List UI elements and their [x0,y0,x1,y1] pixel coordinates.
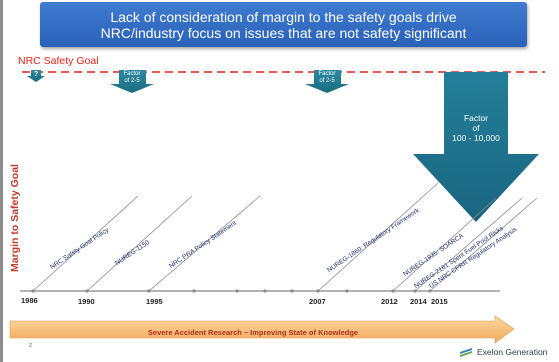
year-1986: 1986 [21,296,38,305]
factor-arrow-b-label: Factor of 2-5 [318,71,336,84]
factor-arrow-a [110,70,154,93]
factor-arrow-big-label: Factor of 100 - 10,000 [452,113,500,143]
company-logo: Exelon Generation [460,347,547,357]
title-banner: Lack of consideration of margin to the s… [40,2,527,47]
unknown-arrow [27,70,45,82]
unknown-arrow-label: ? [33,71,39,78]
year-1995: 1995 [146,297,163,306]
year-2014: 2014 [410,297,427,306]
year-1990: 1990 [78,297,95,306]
y-axis-label: Margin to Safety Goal [9,164,21,272]
research-banner-arrow [9,315,515,344]
page-number: 2 [29,343,32,349]
year-2007: 2007 [309,297,326,306]
slide-border [0,0,3,362]
year-2012: 2012 [381,297,398,306]
logo-text: Exelon Generation [477,347,548,357]
factor-arrow-b [305,70,349,93]
timeline-dots [31,289,432,293]
factor-arrow-a-label: Factor of 2-5 [123,71,141,84]
timeline-markers [32,182,538,292]
research-banner-label: Severe Accident Research – Improving Sta… [147,328,359,337]
year-2015: 2015 [431,297,448,306]
exelon-logo-icon [460,348,472,357]
factor-arrow-big [413,72,539,222]
safety-goal-label: NRC Safety Goal [18,55,99,67]
